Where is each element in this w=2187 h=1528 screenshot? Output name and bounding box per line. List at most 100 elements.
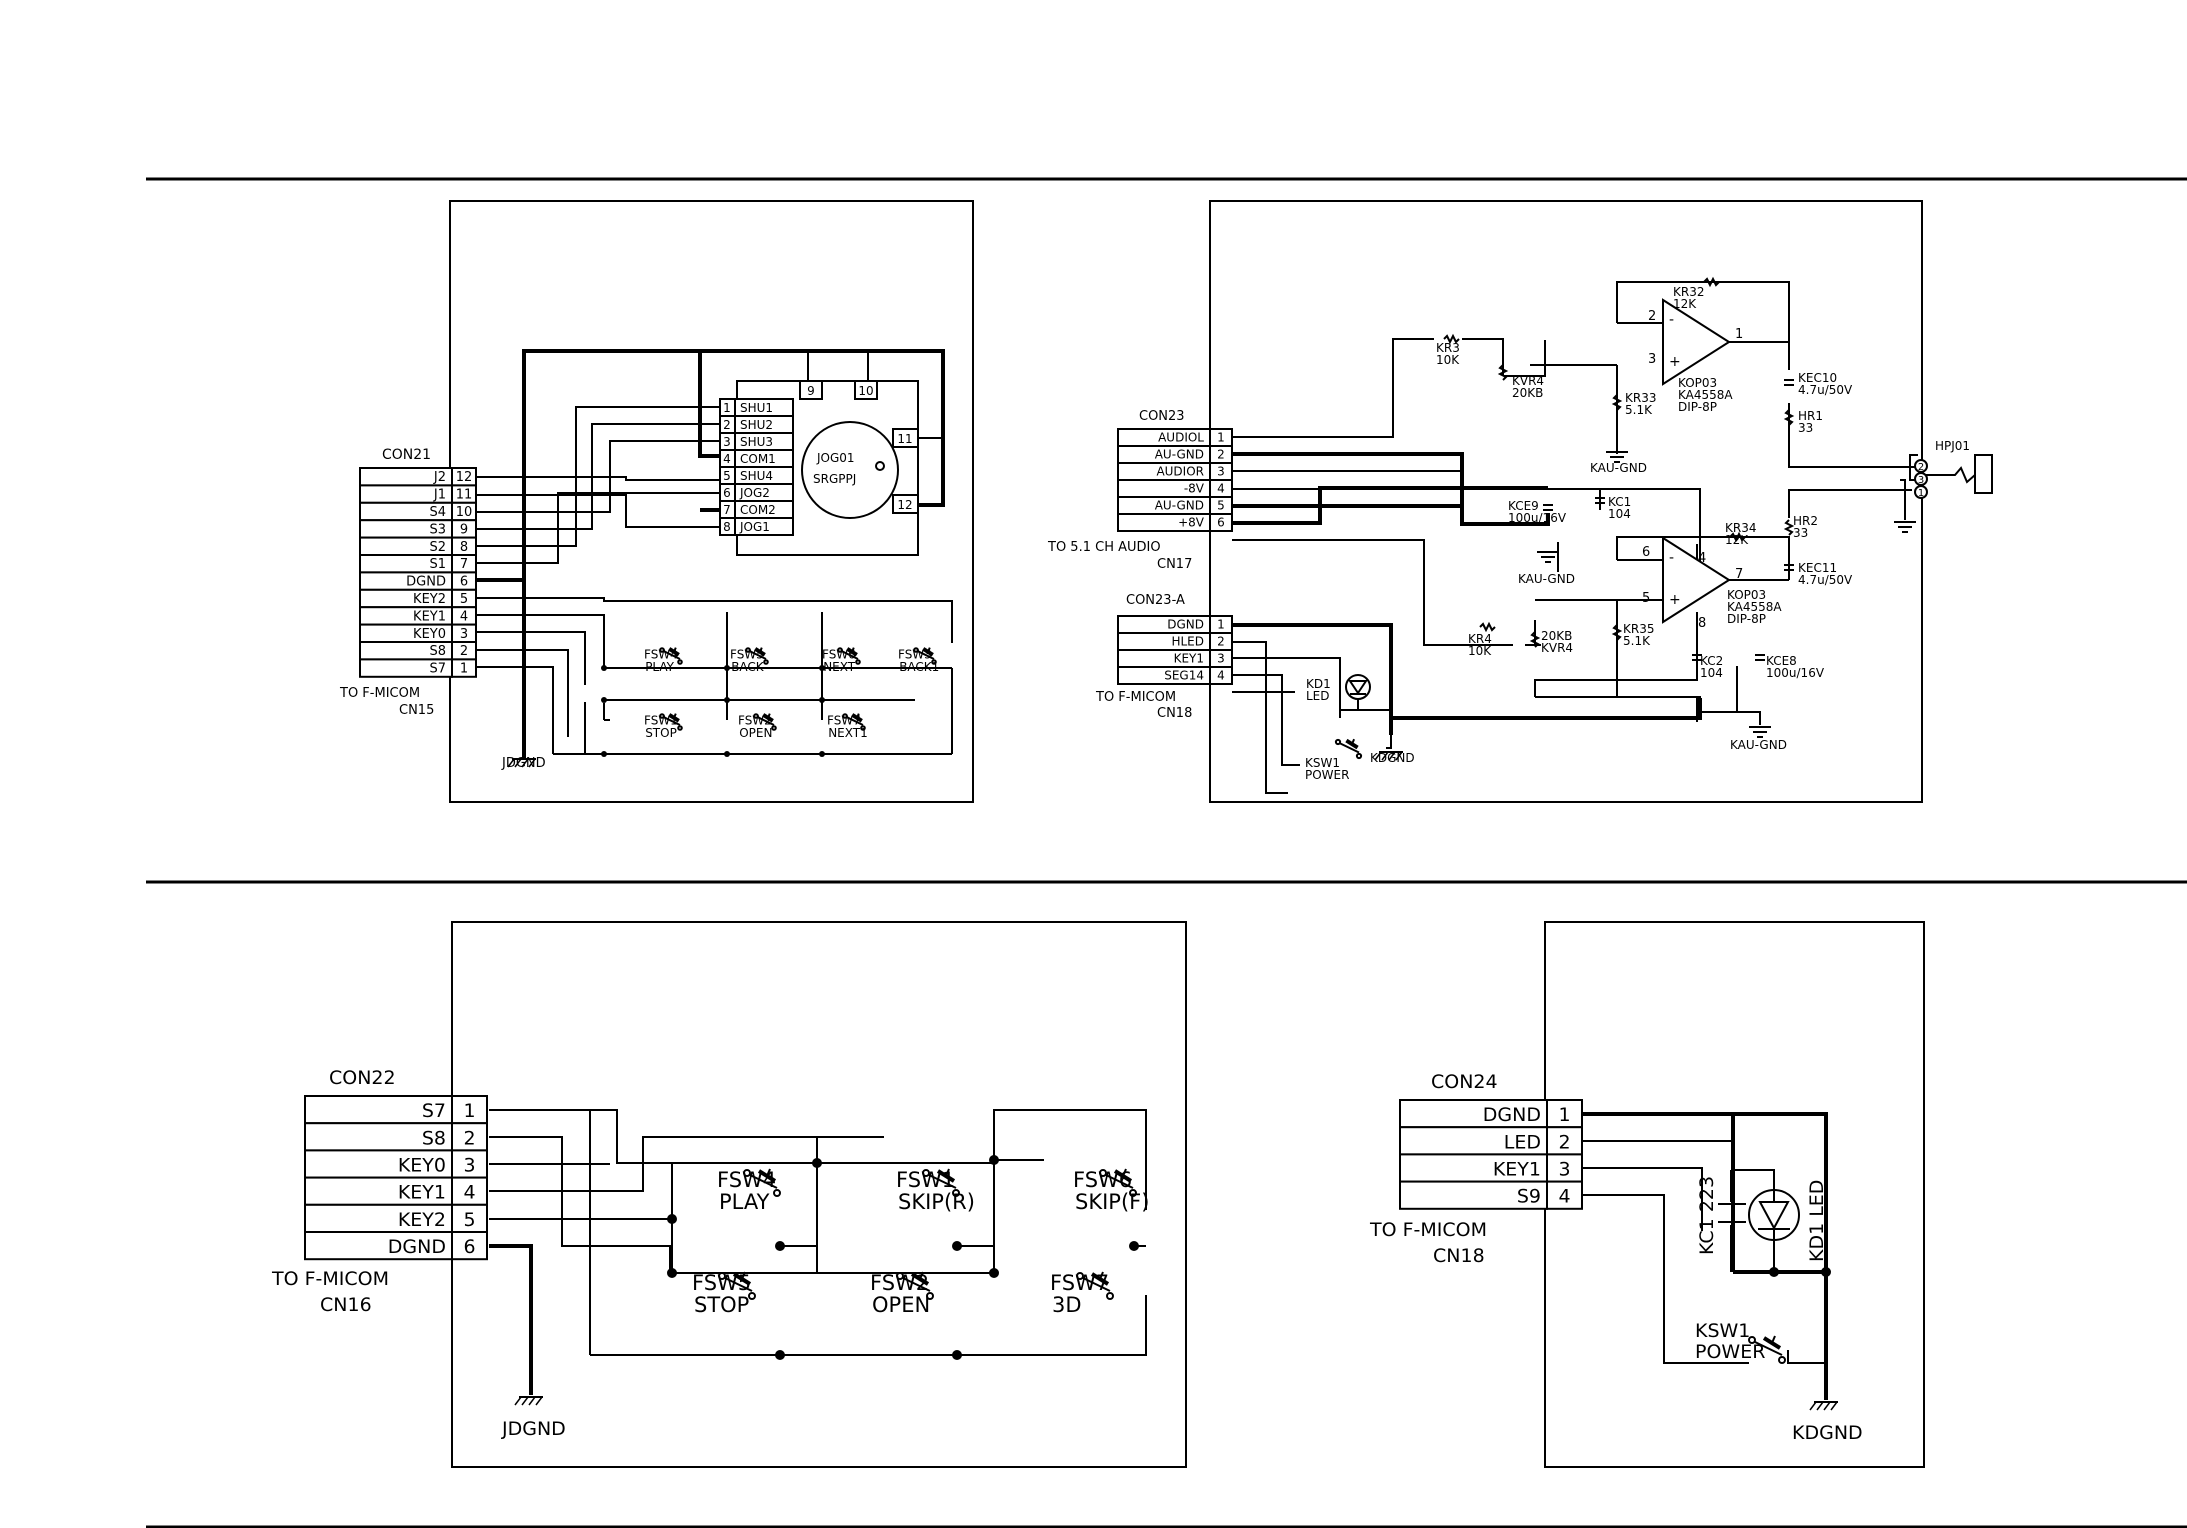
junction-dot (667, 1268, 677, 1278)
jog-pin-number: 3 (723, 435, 731, 449)
jog-pin-name: JOG1 (739, 520, 770, 534)
switch-ref: FSW1 (896, 1168, 955, 1192)
label-kvr4: 20KB (1541, 629, 1572, 643)
pin-number: 5 (1217, 499, 1225, 513)
pin-number: 3 (1217, 652, 1225, 666)
pin-number: 5 (460, 592, 468, 607)
junction-dot (819, 665, 825, 671)
junction-dot (1821, 1267, 1831, 1277)
junction-dot (601, 665, 607, 671)
signal-name: KEY0 (398, 1155, 446, 1177)
label-hr2: HR2 (1793, 514, 1818, 528)
label-hr1: HR1 (1798, 409, 1823, 423)
label-kop03: KOP03 (1727, 588, 1766, 602)
pin-cell (451, 1122, 488, 1152)
jog-wheel (801, 421, 899, 519)
jog-pin-number: 2 (723, 418, 731, 432)
label-kd1: KD1 (1306, 677, 1331, 691)
label-kc1: KC1 223 (1696, 1176, 1718, 1255)
pin-number: 3 (463, 1155, 475, 1177)
op-pin-number: 3 (1648, 352, 1656, 367)
connector-ref: CON24 (1431, 1071, 1498, 1093)
label-kr34: KR34 (1725, 521, 1756, 535)
signal-name: HLED (1171, 635, 1204, 649)
label-kc2: KC2 (1700, 654, 1723, 668)
op-pin-number: 4 (1698, 551, 1706, 566)
label-kce9: KCE9 (1508, 499, 1539, 513)
pin-number: 12 (456, 470, 473, 485)
label-kce8: 100u/16V (1766, 666, 1825, 680)
connector-ref: CON21 (382, 447, 431, 463)
signal-name: KEY0 (413, 627, 446, 642)
pin-number: 1 (463, 1100, 475, 1122)
pin-number: 6 (1217, 516, 1225, 530)
connector-destination: TO F-MICOM (339, 686, 420, 701)
label-kec10: KEC10 (1798, 371, 1837, 385)
resistor-kr34 (1729, 531, 1746, 543)
ground-symbol (1809, 1401, 1839, 1411)
con23a-ref: CON23-A (1126, 593, 1185, 608)
pin-cell (451, 1176, 488, 1206)
switch-ksw1-power (1748, 1335, 1786, 1364)
wire-net (489, 1109, 1147, 1395)
op-minus: - (1669, 312, 1674, 328)
ground-symbol (1536, 551, 1560, 563)
ground-label: KAU-GND (1590, 461, 1647, 475)
op-plus: + (1669, 354, 1681, 370)
label-kec11: KEC11 (1798, 561, 1837, 575)
label-kr3: KR3 (1436, 341, 1460, 355)
pin-number: 4 (1217, 482, 1225, 496)
ground-symbol (1893, 521, 1917, 533)
junction-dot (819, 751, 825, 757)
label-kec11: 4.7u/50V (1798, 573, 1853, 587)
switch-group: FSW4PLAYFSW1SKIP(R)FSW6SKIP(F)FSW5STOPFS… (667, 1155, 1149, 1360)
junction-dot (812, 1158, 822, 1168)
label-ksw1: KSW1 (1695, 1320, 1750, 1342)
junction-dot (724, 665, 730, 671)
label-kvr4: KVR4 (1541, 641, 1573, 655)
jog-pin-number: 6 (723, 486, 731, 500)
switch-ref: FSW6 (1073, 1168, 1132, 1192)
label-kce9: 100u/16V (1508, 511, 1567, 525)
pin-number: 2 (1217, 635, 1225, 649)
capacitor-kc2 (1692, 654, 1702, 661)
jog-pin-number: 10 (858, 384, 873, 398)
capacitor-kce9 (1543, 504, 1553, 511)
connector-pin-row: KEY2 5 (359, 588, 477, 609)
pin-number: 4 (1558, 1186, 1570, 1208)
pin-number: 7 (460, 557, 468, 572)
signal-name: J2 (433, 470, 446, 485)
junction-dot (724, 751, 730, 757)
label-kd1: KD1 LED (1806, 1180, 1828, 1262)
signal-name: KEY2 (413, 592, 446, 607)
jog-part: SRGPPJ (813, 472, 856, 486)
switch-label: SKIP(R) (898, 1190, 975, 1214)
pin-cell (1546, 1126, 1583, 1156)
connector-pin-row: KEY0 3 (304, 1149, 488, 1179)
capacitor-kc1 (1595, 497, 1605, 504)
ground-label: JDGND (501, 1418, 566, 1440)
panel-frame (1209, 200, 1923, 803)
junction-dot (1129, 1241, 1139, 1251)
pin-number: 3 (1558, 1159, 1570, 1181)
